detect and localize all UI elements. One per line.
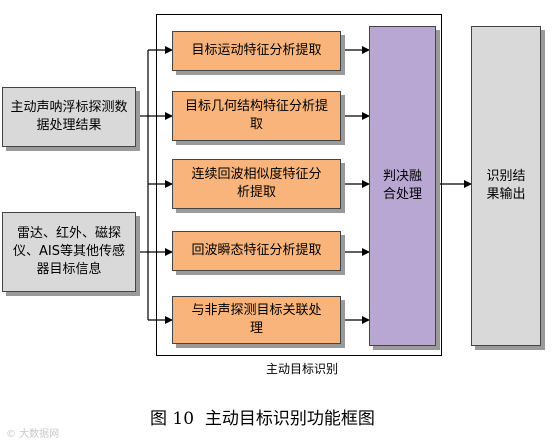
feature-label-geometry: 目标几何结构特征分析提取 — [185, 99, 329, 132]
feature-box-motion: 目标运动特征分析提取 — [172, 31, 341, 71]
active-recognition-frame — [156, 14, 442, 356]
fusion-box: 判决融合处理 — [369, 26, 436, 346]
sensor-input-text: 雷达、红外、磁探仪、AIS等其他传感器目标信息 — [13, 226, 125, 277]
figure-caption: 图 10 主动目标识别功能框图 — [150, 409, 375, 429]
watermark-icon: © — [6, 429, 16, 440]
feature-box-echo-similarity: 连续回波相似度特征分析提取 — [172, 159, 341, 209]
output-label: 识别结果输出 — [486, 169, 526, 202]
feature-box-geometry: 目标几何结构特征分析提取 — [172, 91, 341, 141]
feature-label-motion: 目标运动特征分析提取 — [191, 43, 322, 58]
watermark-text: 大数据网 — [19, 429, 60, 440]
feature-label-transient: 回波瞬态特征分析提取 — [191, 243, 322, 258]
feature-box-transient: 回波瞬态特征分析提取 — [172, 231, 341, 271]
feature-box-nonacoustic: 与非声探测目标关联处理 — [172, 296, 341, 344]
sensor-input-box: 雷达、红外、磁探仪、AIS等其他传感器目标信息 — [2, 212, 136, 292]
feature-label-echo-similarity: 连续回波相似度特征分析提取 — [191, 167, 322, 200]
watermark: © 大数据网 — [6, 425, 59, 440]
feature-label-nonacoustic: 与非声探测目标关联处理 — [191, 303, 322, 336]
fusion-label: 判决融合处理 — [382, 169, 422, 202]
sonar-input-box: 主动声呐浮标探测数据处理结果 — [2, 87, 136, 147]
frame-label: 主动目标识别 — [266, 362, 339, 376]
sonar-input-text: 主动声呐浮标探测数据处理结果 — [10, 100, 128, 133]
output-box: 识别结果输出 — [471, 26, 541, 346]
